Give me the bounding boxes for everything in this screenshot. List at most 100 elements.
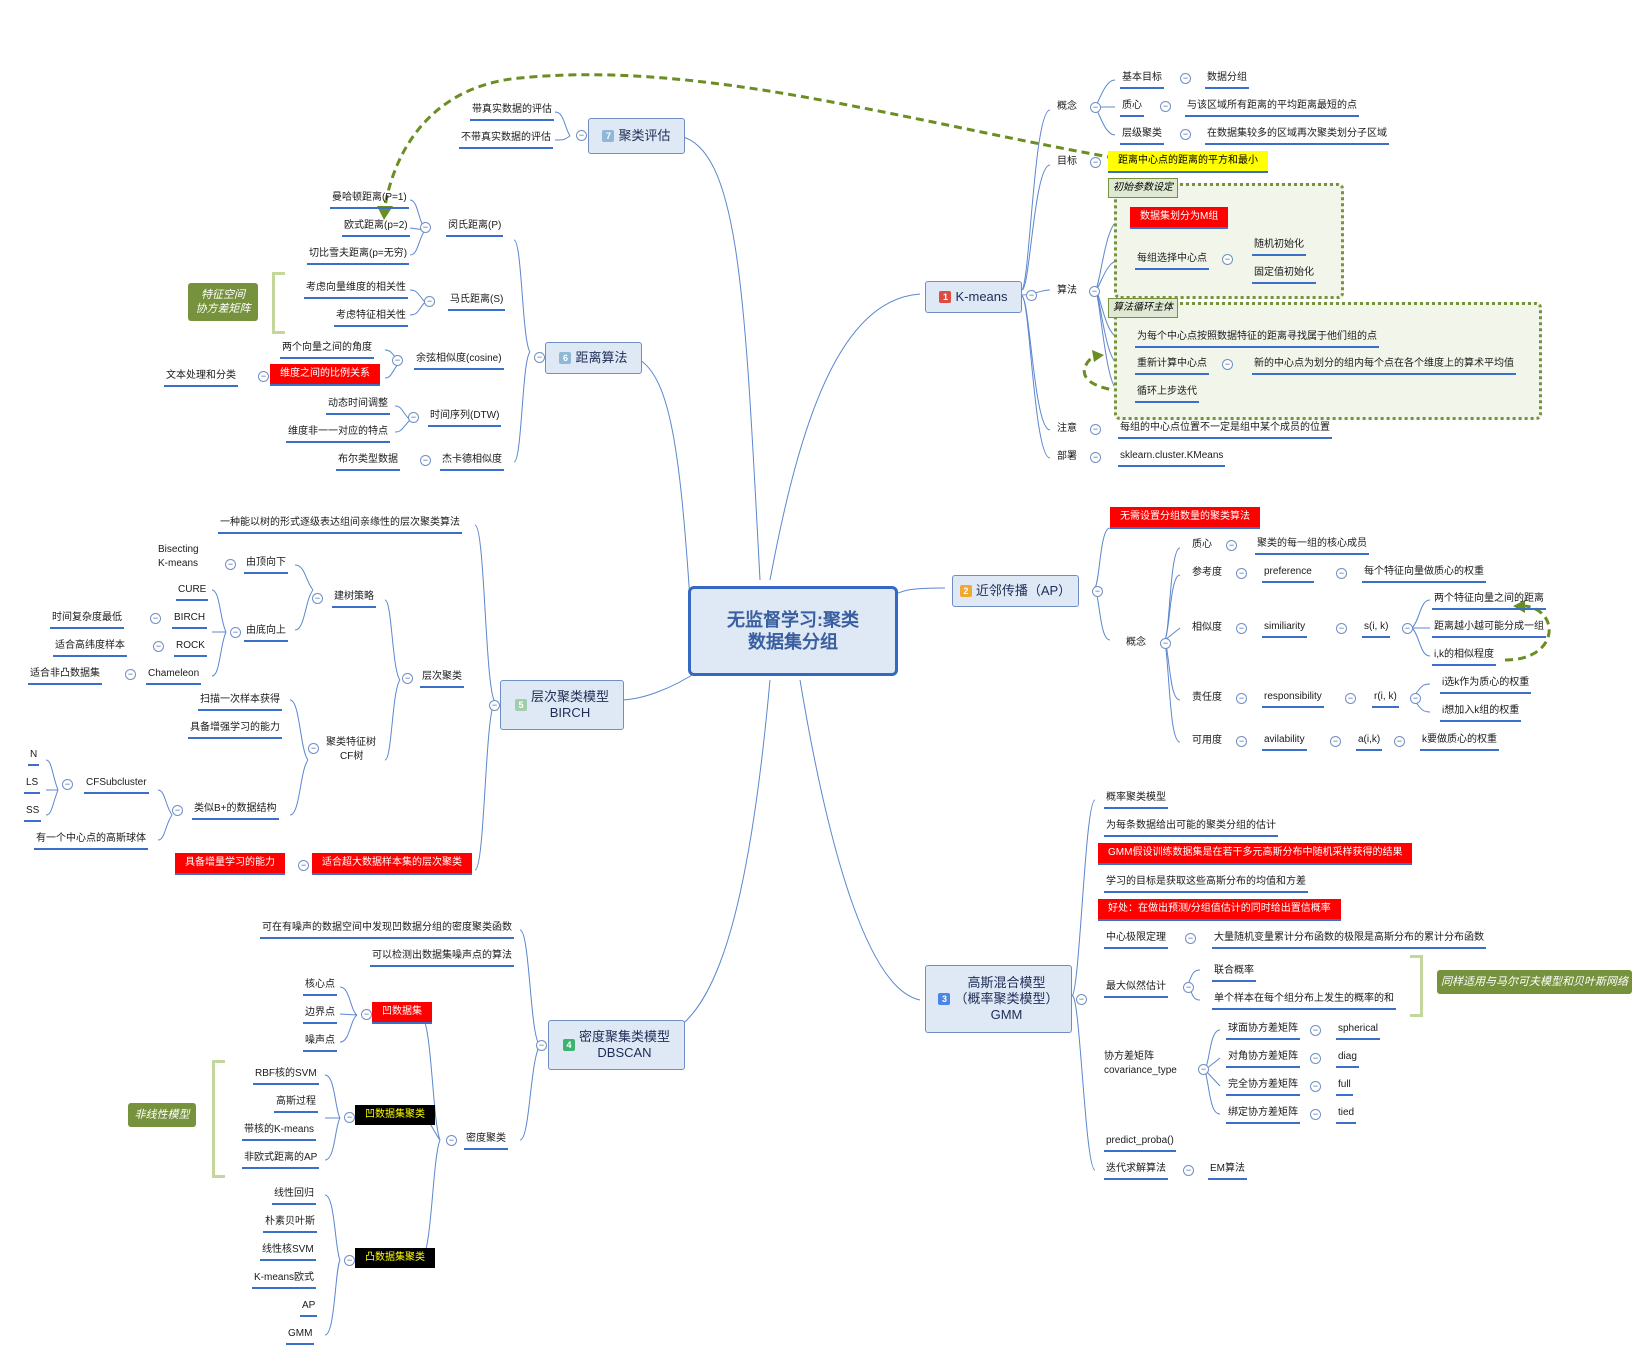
- dist-cheby: 切比雪夫距离(p=无穷): [307, 247, 410, 265]
- branch-label: 距离算法: [575, 350, 628, 365]
- ap-resp2: i想加入k组的权重: [1440, 704, 1522, 722]
- collapse-icon[interactable]: −: [312, 593, 323, 604]
- collapse-icon[interactable]: −: [392, 355, 403, 366]
- gmm-diag-value: diag: [1336, 1050, 1359, 1068]
- collapse-icon[interactable]: −: [1336, 568, 1347, 579]
- collapse-icon[interactable]: −: [125, 669, 136, 680]
- collapse-icon[interactable]: −: [1089, 286, 1100, 297]
- collapse-icon[interactable]: −: [1076, 994, 1087, 1005]
- collapse-icon[interactable]: −: [1160, 101, 1171, 112]
- collapse-icon[interactable]: −: [420, 455, 431, 466]
- collapse-icon[interactable]: −: [308, 743, 319, 754]
- ap-avail: 可用度: [1192, 735, 1222, 746]
- collapse-icon[interactable]: −: [1090, 424, 1101, 435]
- ap-sik: s(i, k): [1362, 620, 1391, 638]
- birch-hidim: 适合高纬度样本: [53, 639, 127, 657]
- collapse-icon[interactable]: −: [1402, 623, 1413, 634]
- collapse-icon[interactable]: −: [402, 673, 413, 684]
- gmm-p5: 好处：在做出预测/分组值估计的同时给出置信概率: [1098, 899, 1341, 921]
- dbscan-d2: 可以检测出数据集噪声点的算法: [370, 949, 514, 967]
- collapse-icon[interactable]: −: [1183, 982, 1194, 993]
- birch-n: N: [28, 748, 40, 766]
- birch-cfsub: CFSubcluster: [84, 776, 149, 794]
- birch-cf2: CF树: [340, 751, 364, 762]
- dist-text: 文本处理和分类: [164, 369, 238, 387]
- collapse-icon[interactable]: −: [1180, 129, 1191, 140]
- collapse-icon[interactable]: −: [1026, 290, 1037, 301]
- collapse-icon[interactable]: −: [420, 222, 431, 233]
- collapse-icon[interactable]: −: [1410, 693, 1421, 704]
- collapse-icon[interactable]: −: [225, 559, 236, 570]
- collapse-icon[interactable]: −: [230, 627, 241, 638]
- collapse-icon[interactable]: −: [172, 805, 183, 816]
- collapse-icon[interactable]: −: [1222, 254, 1233, 265]
- ap-rik: r(i, k): [1372, 690, 1399, 708]
- collapse-icon[interactable]: −: [1310, 1053, 1321, 1064]
- gmm-bracket: [1410, 955, 1423, 1017]
- collapse-icon[interactable]: −: [1180, 73, 1191, 84]
- collapse-icon[interactable]: −: [298, 860, 309, 871]
- collapse-icon[interactable]: −: [1092, 586, 1103, 597]
- collapse-icon[interactable]: −: [446, 1135, 457, 1146]
- collapse-icon[interactable]: −: [1222, 359, 1233, 370]
- collapse-icon[interactable]: −: [1183, 1165, 1194, 1176]
- branch-label: 层次聚类模型: [530, 689, 609, 704]
- collapse-icon[interactable]: −: [576, 130, 587, 141]
- collapse-icon[interactable]: −: [1345, 693, 1356, 704]
- central-topic[interactable]: 无监督学习:聚类数据集分组: [688, 586, 898, 676]
- dbscan-core: 核心点: [303, 978, 337, 996]
- collapse-icon[interactable]: −: [153, 641, 164, 652]
- collapse-icon[interactable]: −: [258, 371, 269, 382]
- collapse-icon[interactable]: −: [1090, 452, 1101, 463]
- collapse-icon[interactable]: −: [1310, 1081, 1321, 1092]
- birch-cf1: 聚类特征树: [326, 737, 376, 748]
- collapse-icon[interactable]: −: [1185, 933, 1196, 944]
- dist-ratio: 维度之间的比例关系: [270, 364, 380, 386]
- collapse-icon[interactable]: −: [424, 296, 435, 307]
- collapse-icon[interactable]: −: [344, 1255, 355, 1266]
- dbscan-concave-cluster: 凹数据集聚类: [355, 1105, 435, 1125]
- kmeans-recompute: 重新计算中心点: [1135, 357, 1209, 375]
- collapse-icon[interactable]: −: [1336, 623, 1347, 634]
- collapse-icon[interactable]: −: [1090, 102, 1101, 113]
- kmeans-goal: 目标: [1057, 156, 1077, 167]
- collapse-icon[interactable]: −: [1394, 736, 1405, 747]
- collapse-icon[interactable]: −: [1330, 736, 1341, 747]
- init-tag: 初始参数设定: [1108, 178, 1178, 198]
- branch-number: 2: [959, 585, 972, 597]
- ap-aik: a(i,k): [1356, 733, 1383, 751]
- collapse-icon[interactable]: −: [1160, 638, 1171, 649]
- collapse-icon[interactable]: −: [1090, 157, 1101, 168]
- collapse-icon[interactable]: −: [1310, 1025, 1321, 1036]
- ap-availability: avilability: [1262, 733, 1307, 751]
- collapse-icon[interactable]: −: [1198, 1064, 1209, 1075]
- collapse-icon[interactable]: −: [1236, 736, 1247, 747]
- collapse-icon[interactable]: −: [62, 779, 73, 790]
- ap-resp: 责任度: [1192, 692, 1222, 703]
- collapse-icon[interactable]: −: [361, 1009, 372, 1020]
- collapse-icon[interactable]: −: [489, 700, 500, 711]
- nonlinear-tag: 非线性模型: [128, 1103, 196, 1127]
- branch-label: K-means: [955, 289, 1008, 304]
- collapse-icon[interactable]: −: [1236, 568, 1247, 579]
- dist-minkowski: 闵氏距离(P): [446, 219, 504, 237]
- kmeans-hier-value: 在数据集较多的区域再次聚类划分子区域: [1205, 127, 1389, 145]
- collapse-icon[interactable]: −: [344, 1112, 355, 1123]
- collapse-icon[interactable]: −: [1236, 623, 1247, 634]
- collapse-icon[interactable]: −: [150, 613, 161, 624]
- collapse-icon[interactable]: −: [1236, 693, 1247, 704]
- collapse-icon[interactable]: −: [536, 1040, 547, 1051]
- collapse-icon[interactable]: −: [408, 412, 419, 423]
- collapse-icon[interactable]: −: [534, 352, 545, 363]
- kmeans-choose: 每组选择中心点: [1135, 252, 1209, 270]
- collapse-icon[interactable]: −: [1310, 1109, 1321, 1120]
- branch-gmm[interactable]: 3 高斯混合模型（概率聚类模型）GMM: [925, 965, 1072, 1033]
- collapse-icon[interactable]: −: [1226, 540, 1237, 551]
